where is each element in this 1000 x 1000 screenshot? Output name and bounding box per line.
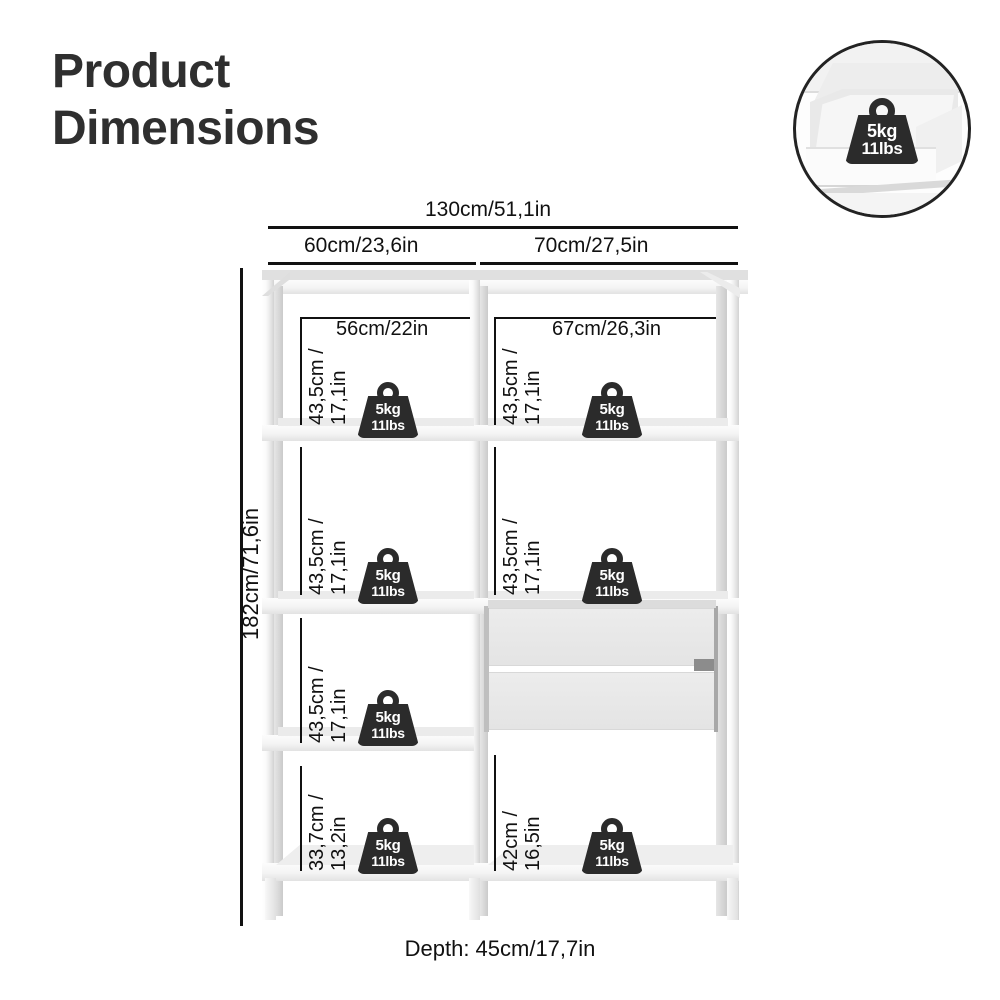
- drawer-detail-inset: 5kg 11lbs: [793, 40, 971, 218]
- right-shelf-3-height-line: [494, 755, 496, 871]
- top-board-back-face: [262, 270, 748, 280]
- left-shelf-1-height-label: 43,5cm / 17,1in: [306, 348, 351, 425]
- right-shelf-2-cm: 43,5cm /: [500, 518, 522, 595]
- overall-width-label: 130cm/51,1in: [425, 198, 552, 221]
- weight-handle-icon: [601, 818, 623, 840]
- left-shelf-4-height-line: [300, 766, 302, 871]
- shelf-left-3: [262, 735, 474, 751]
- right-shelf-3-cm: 42cm /: [500, 810, 522, 871]
- left-bay-width-line: [268, 262, 476, 265]
- right-shelf-2-height-label: 43,5cm / 17,1in: [500, 518, 545, 595]
- right-bay-width-line: [480, 262, 738, 265]
- left-inner-width-label: 56cm/22in: [336, 318, 429, 340]
- right-shelf-2-height-line: [494, 447, 496, 595]
- overall-height-label: 182cm/71,6in: [238, 507, 263, 640]
- weight-handle-icon: [377, 548, 399, 570]
- page-title-line-1: Product: [52, 45, 230, 98]
- leg-right-outer: [727, 878, 738, 920]
- right-shelf-3-height-label: 42cm / 16,5in: [500, 811, 545, 871]
- right-inner-width-line: [494, 317, 716, 319]
- left-shelf-1-height-line: [300, 317, 302, 425]
- right-shelf-2-in: 17,1in: [522, 540, 545, 596]
- weight-handle-icon: [601, 548, 623, 570]
- right-shelf-1-in: 17,1in: [522, 370, 545, 426]
- weight-handle-icon: [377, 382, 399, 404]
- top-board: [262, 280, 748, 294]
- drawer-bottom-front[interactable]: [488, 672, 716, 730]
- page-title: Product Dimensions: [52, 44, 472, 157]
- shelf-left-1: [262, 425, 474, 441]
- left-bay-width-label: 60cm/23,6in: [304, 234, 419, 257]
- left-shelf-1-cm: 43,5cm /: [306, 348, 328, 425]
- overall-width-line: [268, 226, 738, 229]
- drawer-top-front[interactable]: [488, 608, 716, 666]
- page-title-line-2: Dimensions: [52, 101, 320, 155]
- right-shelf-1-height-line: [494, 317, 496, 425]
- drawer-right-shadow: [714, 606, 718, 732]
- left-shelf-3-cm: 43,5cm /: [306, 666, 328, 743]
- left-shelf-2-in: 17,1in: [328, 540, 351, 596]
- drawer-top-rail: [488, 600, 716, 608]
- weight-handle-icon: [601, 382, 623, 404]
- weight-kg-value: 5kg: [599, 567, 625, 585]
- left-shelf-3-in: 17,1in: [328, 688, 351, 744]
- left-shelf-2-cm: 43,5cm /: [306, 518, 328, 595]
- shelf-left-bottom: [262, 863, 474, 881]
- right-shelf-1-cm: 43,5cm /: [500, 348, 522, 425]
- drawer-handle[interactable]: [694, 659, 718, 671]
- left-inner-width-line: [300, 317, 470, 319]
- weight-kg-value: 5kg: [375, 567, 401, 585]
- left-shelf-4-cm: 33,7cm /: [306, 794, 328, 871]
- left-shelf-3-height-line: [300, 618, 302, 743]
- weight-kg-value: 5kg: [375, 401, 401, 419]
- right-shelf-3-in: 16,5in: [522, 816, 545, 872]
- left-shelf-1-in: 17,1in: [328, 370, 351, 426]
- shelf-right-1: [474, 425, 739, 441]
- right-inner-width-label: 67cm/26,3in: [552, 318, 661, 340]
- left-shelf-2-height-label: 43,5cm / 17,1in: [306, 518, 351, 595]
- open-drawer-illustration: [796, 43, 968, 215]
- left-shelf-2-height-line: [300, 447, 302, 595]
- weight-kg-value: 5kg: [375, 709, 401, 727]
- right-bay-width-label: 70cm/27,5in: [534, 234, 649, 257]
- right-shelf-1-height-label: 43,5cm / 17,1in: [500, 348, 545, 425]
- weight-handle-icon: [377, 690, 399, 712]
- depth-label: Depth: 45cm/17,7in: [404, 936, 596, 961]
- shelf-left-2: [262, 598, 474, 614]
- leg-left-outer: [265, 878, 276, 920]
- leg-center: [469, 878, 480, 920]
- left-shelf-3-height-label: 43,5cm / 17,1in: [306, 666, 351, 743]
- left-shelf-4-in: 13,2in: [328, 816, 351, 872]
- drawer-left-shadow: [484, 606, 489, 732]
- overall-height-line: [240, 268, 243, 926]
- weight-kg-value: 5kg: [599, 401, 625, 419]
- weight-handle-icon: [377, 818, 399, 840]
- left-shelf-4-height-label: 33,7cm / 13,2in: [306, 794, 351, 871]
- inset-lower-body: [802, 193, 968, 215]
